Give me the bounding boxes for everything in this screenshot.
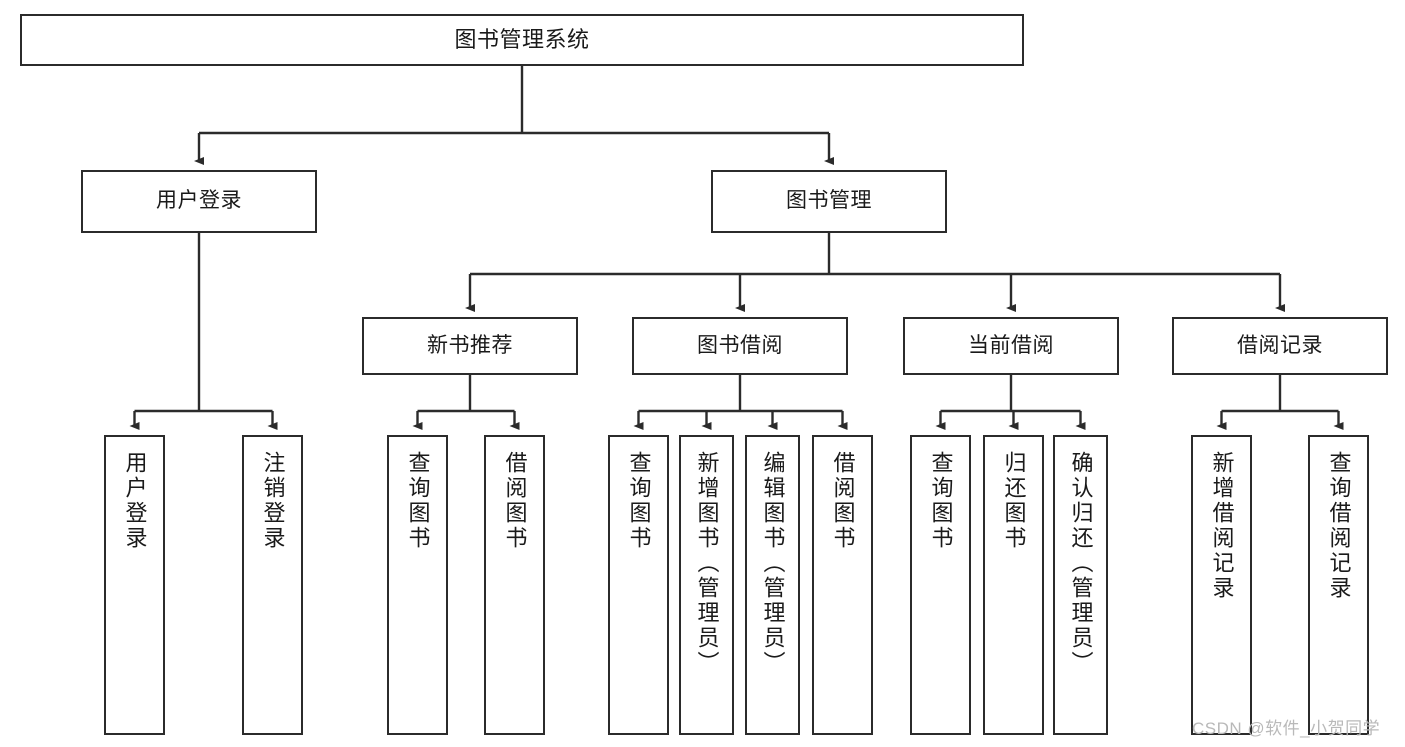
node-root[interactable]: 图书管理系统 [20, 14, 1024, 66]
node-new-book-rec[interactable]: 新书推荐 [362, 317, 578, 375]
node-label: 用户登录 [156, 189, 242, 213]
node-label: 查询图书 [928, 451, 954, 551]
node-current-borrow[interactable]: 当前借阅 [903, 317, 1119, 375]
node-label: 确认归还（管理员） [1068, 451, 1094, 676]
node-label: 用户登录 [122, 451, 148, 551]
csdn-watermark: CSDN @软件_小贺同学 [1192, 719, 1381, 738]
node-label: 归还图书 [1001, 451, 1027, 551]
node-leaf-user-logout[interactable]: 注销登录 [242, 435, 303, 735]
node-label: 当前借阅 [968, 333, 1054, 357]
node-leaf-borrow-book-1[interactable]: 借阅图书 [484, 435, 545, 735]
node-label: 编辑图书（管理员） [760, 451, 786, 676]
node-label: 查询图书 [405, 451, 431, 551]
node-leaf-user-login[interactable]: 用户登录 [104, 435, 165, 735]
node-label: 查询借阅记录 [1326, 451, 1352, 601]
node-label: 借阅图书 [830, 451, 856, 551]
node-leaf-add-book[interactable]: 新增图书（管理员） [679, 435, 734, 735]
node-label: 借阅图书 [502, 451, 528, 551]
node-book-borrow[interactable]: 图书借阅 [632, 317, 848, 375]
node-leaf-query-book-2[interactable]: 查询图书 [608, 435, 669, 735]
node-leaf-add-record[interactable]: 新增借阅记录 [1191, 435, 1252, 735]
node-label: 图书管理 [786, 189, 872, 213]
node-label: 查询图书 [626, 451, 652, 551]
node-leaf-return-book[interactable]: 归还图书 [983, 435, 1044, 735]
node-user-login[interactable]: 用户登录 [81, 170, 317, 233]
node-label: 图书管理系统 [454, 27, 590, 53]
node-label: 借阅记录 [1237, 333, 1323, 357]
node-label: 图书借阅 [697, 333, 783, 357]
node-leaf-edit-book[interactable]: 编辑图书（管理员） [745, 435, 800, 735]
node-borrow-record[interactable]: 借阅记录 [1172, 317, 1388, 375]
node-leaf-query-book-3[interactable]: 查询图书 [910, 435, 971, 735]
node-leaf-query-book-1[interactable]: 查询图书 [387, 435, 448, 735]
node-label: 新增借阅记录 [1209, 451, 1235, 601]
node-leaf-confirm-return[interactable]: 确认归还（管理员） [1053, 435, 1108, 735]
node-label: 注销登录 [260, 451, 286, 551]
node-book-manage[interactable]: 图书管理 [711, 170, 947, 233]
node-leaf-query-record[interactable]: 查询借阅记录 [1308, 435, 1369, 735]
node-leaf-borrow-book-2[interactable]: 借阅图书 [812, 435, 873, 735]
node-label: 新增图书（管理员） [694, 451, 720, 676]
node-label: 新书推荐 [427, 333, 513, 357]
